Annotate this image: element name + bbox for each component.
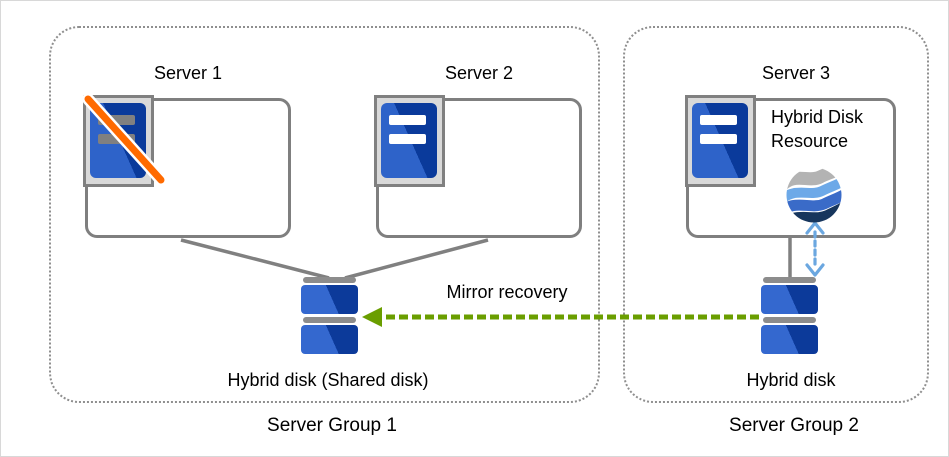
hybrid-disk-resource-label: Hybrid Disk Resource (771, 107, 864, 151)
disk-platter (761, 325, 818, 354)
server-bar-icon (98, 115, 135, 125)
server-2-label: Server 2 (444, 63, 514, 83)
disk-separator (303, 317, 356, 323)
server-group-1-label: Server Group 1 (267, 415, 397, 436)
server-2-icon (374, 95, 445, 187)
server-group-2-label: Server Group 2 (729, 415, 859, 436)
server-1-label: Server 1 (153, 63, 223, 83)
shared-disk-label: Hybrid disk (Shared disk) (227, 370, 429, 390)
hybrid-disk-label: Hybrid disk (746, 370, 836, 390)
server-bar-icon (389, 134, 426, 144)
server-group-1-container (49, 26, 600, 403)
failure-slash-icon (82, 93, 167, 186)
server-bar-icon (700, 134, 737, 144)
server-bar-icon (389, 115, 426, 125)
hybrid-disk-icon (301, 277, 358, 354)
disk-platter (761, 285, 818, 314)
disk-lid (763, 277, 816, 283)
disk-separator (763, 317, 816, 323)
server-tower-icon (381, 103, 437, 178)
mirror-disk-resource-globe-icon (786, 167, 842, 223)
server-tower-icon (692, 103, 748, 178)
server-bar-icon (700, 115, 737, 125)
hybrid-disk-icon (761, 277, 818, 354)
mirror-recovery-label: Mirror recovery (446, 282, 568, 302)
disk-platter (301, 285, 358, 314)
disk-lid (303, 277, 356, 283)
disk-platter (301, 325, 358, 354)
server-3-label: Server 3 (761, 63, 831, 83)
server-group-2-container (623, 26, 929, 403)
server-3-icon (685, 95, 756, 187)
